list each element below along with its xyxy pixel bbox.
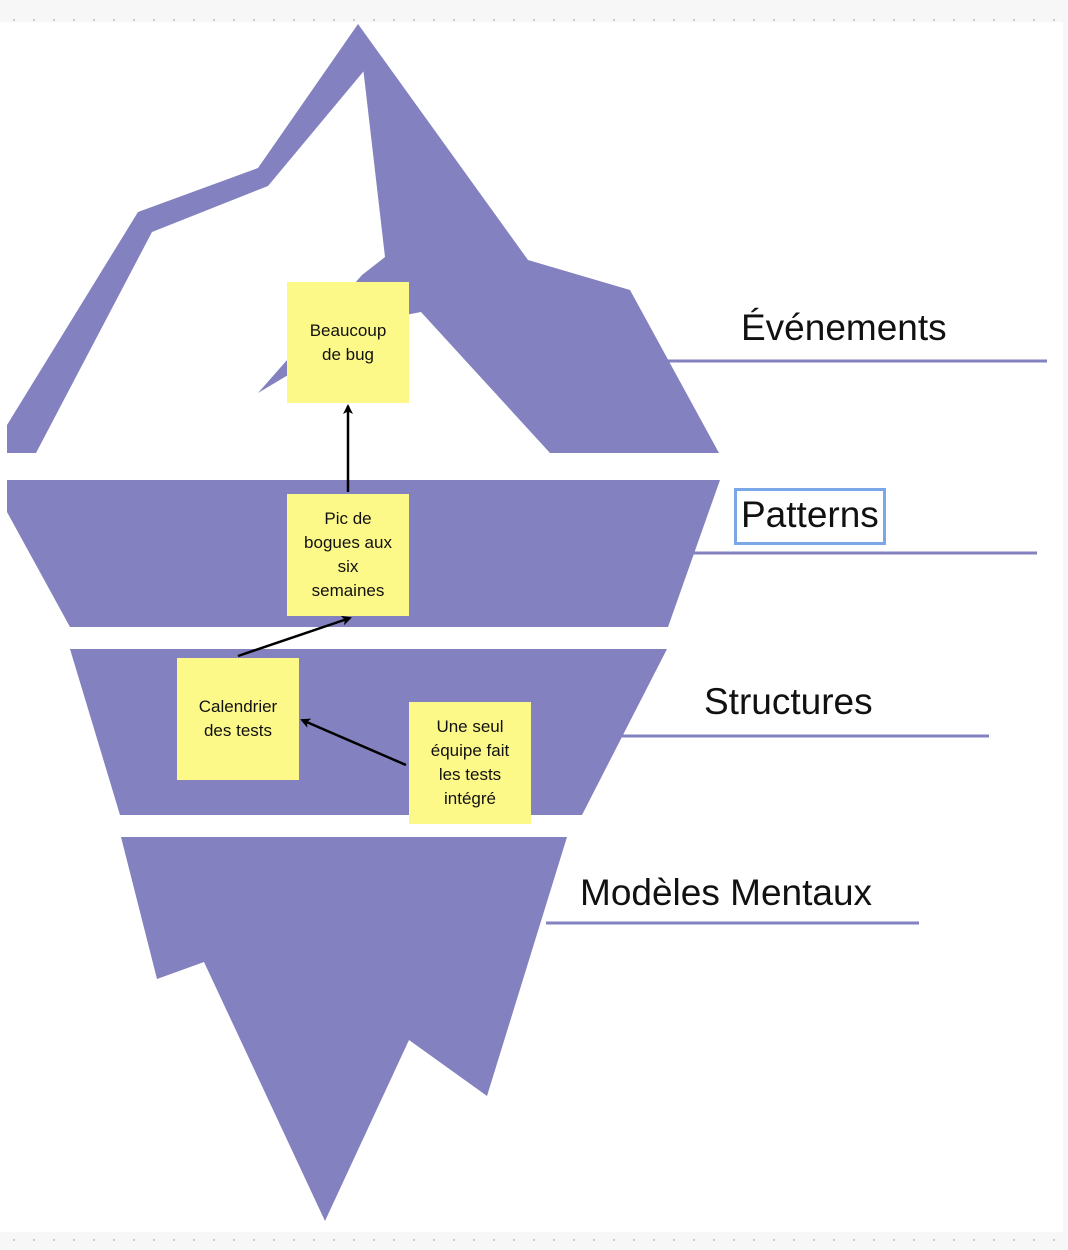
sticky-note-une-seul-equipe[interactable]: Une seul équipe fait les tests intégré [409,702,531,824]
sticky-note-pic-de-bogues[interactable]: Pic de bogues aux six semaines [287,494,409,616]
iceberg-mental-models-base [121,837,567,1221]
iceberg-structures-band [70,649,667,815]
level-label-mental-models[interactable]: Modèles Mentaux [580,872,873,913]
connector-arrow[interactable] [300,718,407,767]
sticky-note-text: Pic de bogues aux six semaines [304,509,392,600]
sticky-note-text: Une seul équipe fait les tests intégré [430,717,510,808]
connector-arrow[interactable] [237,615,352,658]
canvas-grid-top [0,17,1068,23]
sticky-note-text: Calendrier des tests [198,697,278,740]
level-label-patterns[interactable]: Patterns [734,488,886,545]
iceberg-tip-peak [258,24,719,453]
sticky-note-calendrier-des-tests[interactable]: Calendrier des tests [177,658,299,780]
sticky-note-beaucoup-de-bug[interactable]: Beaucoup de bug [287,282,409,403]
iceberg-tip-left-band [7,24,373,453]
canvas-grid-bottom [0,1237,1068,1243]
level-label-events[interactable]: Événements [741,307,947,348]
sticky-note-text: Beaucoup de bug [309,320,387,364]
level-label-structures[interactable]: Structures [704,681,873,722]
